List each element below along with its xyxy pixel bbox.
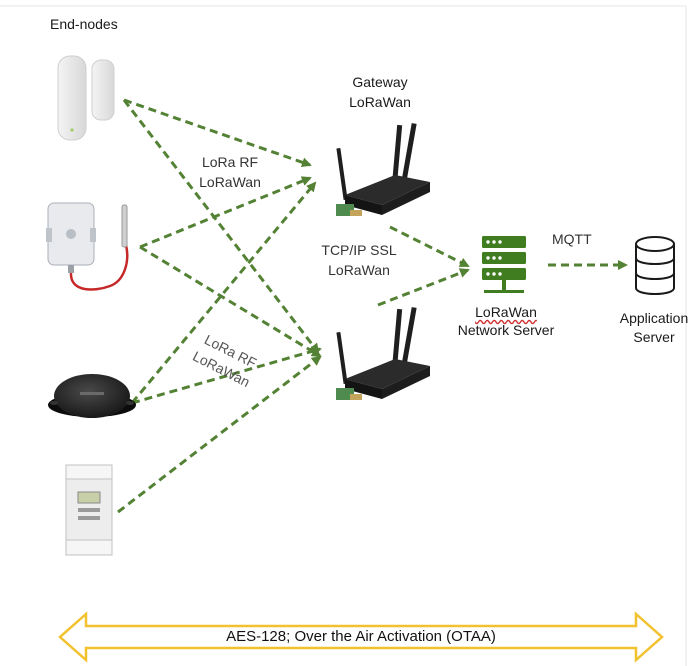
- gateway-title-line1: Gateway: [352, 74, 408, 90]
- network-server-line1: LoRaWan: [475, 304, 537, 320]
- din-meter-icon: [65, 464, 113, 556]
- arrow-gw2-to-ns: [377, 268, 470, 307]
- application-server-label: Application Server: [606, 309, 691, 347]
- rf-arrows: [117, 98, 322, 514]
- network-server-label: LoRaWan Network Server: [446, 303, 566, 339]
- gateway-title-line2: LoRaWan: [349, 94, 411, 110]
- database-icon: [635, 236, 675, 295]
- rf-protocol-label: LoRa RF LoRaWan: [180, 152, 280, 192]
- rf-protocol-label-line2: LoRaWan: [199, 174, 261, 190]
- arrow-puck-to-gw2: [131, 346, 322, 405]
- arrow-temp-to-gw2: [139, 245, 322, 358]
- otaa-banner-text: AES-128; Over the Air Activation (OTAA): [226, 628, 496, 645]
- puck-sensor-icon: [48, 374, 136, 418]
- tcp-label-line2: LoRaWan: [328, 262, 390, 278]
- arrow-gw1-to-ns: [389, 225, 470, 268]
- tcp-label-line1: TCP/IP SSL: [321, 242, 397, 258]
- door-sensor-icon: [57, 55, 115, 141]
- arrow-puck-to-gw1: [130, 181, 317, 404]
- tcp-protocol-label: TCP/IP SSL LoRaWan: [304, 240, 414, 280]
- network-server-icon: [482, 236, 526, 293]
- app-server-line2: Server: [633, 329, 675, 345]
- rf-protocol-label-line1: LoRa RF: [201, 154, 259, 170]
- gateway-router-icon-2: [336, 307, 430, 400]
- gateway-router-icon-1: [336, 123, 430, 216]
- end-nodes-title: End-nodes: [50, 16, 118, 32]
- arrow-door-to-gw1: [123, 98, 312, 168]
- backhaul-arrows: [377, 225, 470, 307]
- arrow-temp-to-gw1: [139, 176, 312, 249]
- otaa-double-arrow: [58, 611, 664, 663]
- app-server-line1: Application: [619, 310, 689, 326]
- arrow-door-to-gw2: [122, 99, 320, 354]
- arrow-meter-to-gw2: [117, 355, 322, 514]
- temperature-sensor-icon: [46, 202, 129, 291]
- gateway-title: Gateway LoRaWan: [330, 72, 430, 112]
- mqtt-label: MQTT: [552, 231, 592, 247]
- network-server-line2: Network Server: [457, 322, 555, 338]
